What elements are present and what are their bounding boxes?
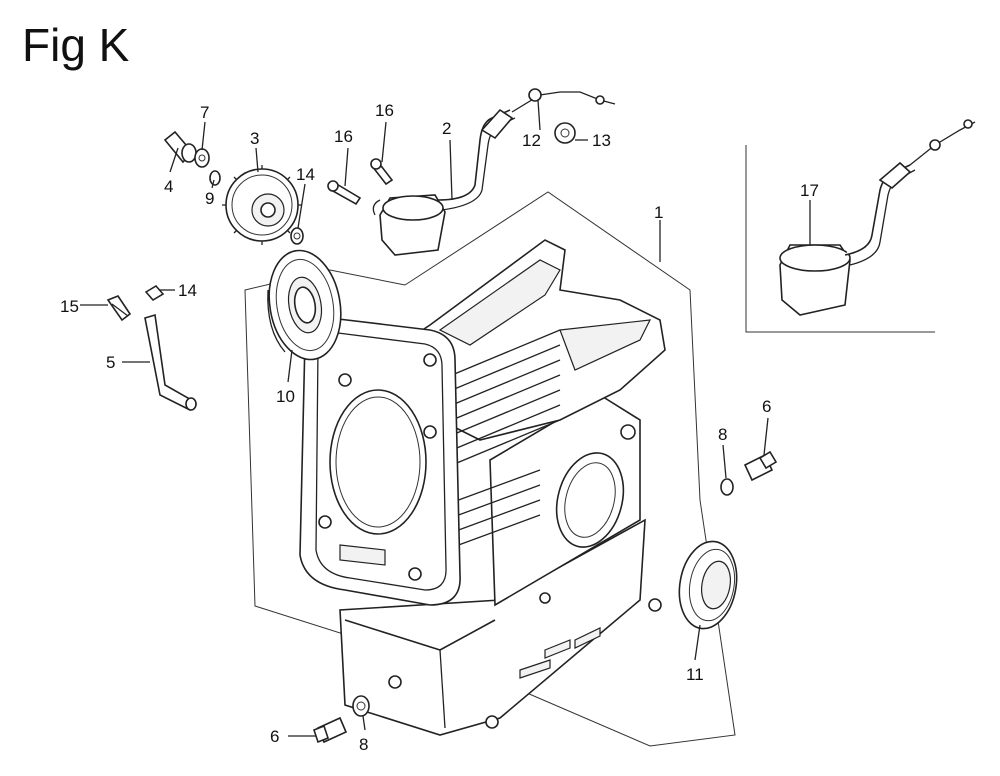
callout-13: 13 bbox=[592, 131, 611, 150]
callout-10: 10 bbox=[276, 387, 295, 406]
callout-1: 1 bbox=[654, 203, 663, 222]
callout-8-right: 8 bbox=[718, 425, 727, 444]
bolt-part-bottom bbox=[313, 695, 370, 744]
callout-9: 9 bbox=[205, 189, 214, 208]
washer-and-pin-parts bbox=[163, 130, 304, 245]
figure-title: Fig K bbox=[22, 19, 130, 71]
callout-6-right: 6 bbox=[762, 397, 771, 416]
governor-gear-part bbox=[222, 165, 302, 245]
grommet-parts bbox=[554, 122, 576, 144]
callout-16-left: 16 bbox=[334, 127, 353, 146]
screw-parts-16 bbox=[327, 158, 394, 206]
leader-lines bbox=[80, 99, 811, 737]
oil-alert-switch-part bbox=[372, 88, 616, 256]
callout-2: 2 bbox=[442, 119, 451, 138]
callout-4: 4 bbox=[164, 177, 173, 196]
callout-14-left: 14 bbox=[178, 281, 197, 300]
callout-16-right: 16 bbox=[375, 101, 394, 120]
callout-8-bottom: 8 bbox=[359, 735, 368, 754]
callout-11: 11 bbox=[686, 665, 704, 684]
callout-15: 15 bbox=[60, 297, 79, 316]
callout-14-top: 14 bbox=[296, 165, 315, 184]
callout-7: 7 bbox=[200, 103, 209, 122]
oil-seal-part bbox=[678, 540, 738, 630]
oil-alert-assembly-inset bbox=[779, 119, 976, 316]
callout-17: 17 bbox=[800, 181, 819, 200]
governor-arm-part bbox=[106, 284, 198, 411]
callout-12: 12 bbox=[522, 131, 541, 150]
callout-3: 3 bbox=[250, 129, 259, 148]
bolt-part-right bbox=[720, 450, 778, 496]
callout-5: 5 bbox=[106, 353, 115, 372]
inset-frame bbox=[745, 145, 935, 333]
crankcase-part bbox=[299, 239, 666, 736]
callout-6-bottom: 6 bbox=[270, 727, 279, 746]
bearing-part bbox=[267, 249, 342, 361]
